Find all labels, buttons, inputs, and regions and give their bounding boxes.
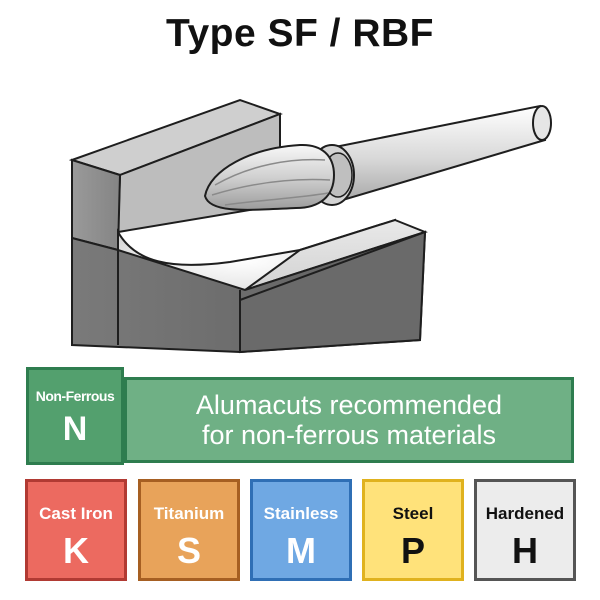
material-letter: K [63,530,89,571]
material-letter: P [400,530,425,571]
recommendation-line-2: for non-ferrous materials [201,420,497,450]
material-label: Titanium [153,504,225,523]
non-ferrous-badge: Non-Ferrous N [26,367,124,465]
material-letter: H [512,530,538,571]
recommendation-line-1: Alumacuts recommended [195,390,503,420]
non-ferrous-letter: N [62,410,88,448]
material-badge-hardened: Hardened H [474,479,576,581]
material-badge-stainless: Stainless M [250,479,352,581]
burr-tool-on-workpiece-illustration [68,98,552,354]
material-letter: M [286,530,316,571]
material-badge-steel: Steel P [362,479,464,581]
material-label: Hardened [485,504,565,523]
non-ferrous-label: Non-Ferrous [35,388,115,404]
material-badge-titanium: Titanium S [138,479,240,581]
material-label: Stainless [263,504,339,523]
material-label: Cast Iron [39,504,113,523]
material-badge-cast-iron: Cast Iron K [25,479,127,581]
material-label: Steel [392,504,434,523]
material-letter: S [176,530,201,571]
page-title: Type SF / RBF [166,12,434,55]
recommendation-banner: Alumacuts recommended for non-ferrous ma… [124,377,574,463]
